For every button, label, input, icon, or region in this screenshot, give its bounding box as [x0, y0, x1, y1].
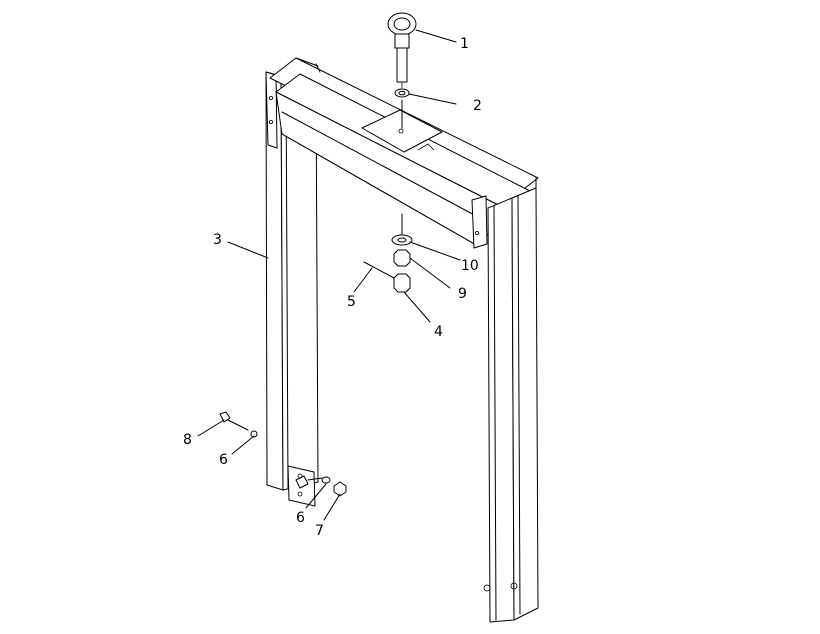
callout-5: 5	[347, 294, 356, 310]
callout-leaders	[197, 29, 461, 521]
callout-1: 1	[460, 36, 469, 52]
callout-6-bottom: 6	[296, 510, 305, 526]
callout-7: 7	[315, 523, 324, 539]
callout-3: 3	[213, 232, 222, 248]
callout-10: 10	[461, 258, 479, 274]
washer	[394, 88, 410, 98]
foot-bolt-right	[295, 475, 347, 497]
callout-4: 4	[434, 324, 443, 340]
callout-2: 2	[473, 98, 482, 114]
callout-labels: 1 2 3 4 5 6 6 7 8 9 10	[183, 36, 482, 539]
callout-8: 8	[183, 432, 192, 448]
callout-9: 9	[458, 286, 467, 302]
eye-bolt	[387, 12, 417, 88]
top-crossbeam	[269, 57, 539, 249]
callout-6-left: 6	[219, 452, 228, 468]
right-upright	[483, 177, 539, 623]
lower-hardware-stack	[363, 213, 413, 293]
foot-bolt-left	[219, 411, 258, 438]
left-upright	[265, 71, 319, 507]
